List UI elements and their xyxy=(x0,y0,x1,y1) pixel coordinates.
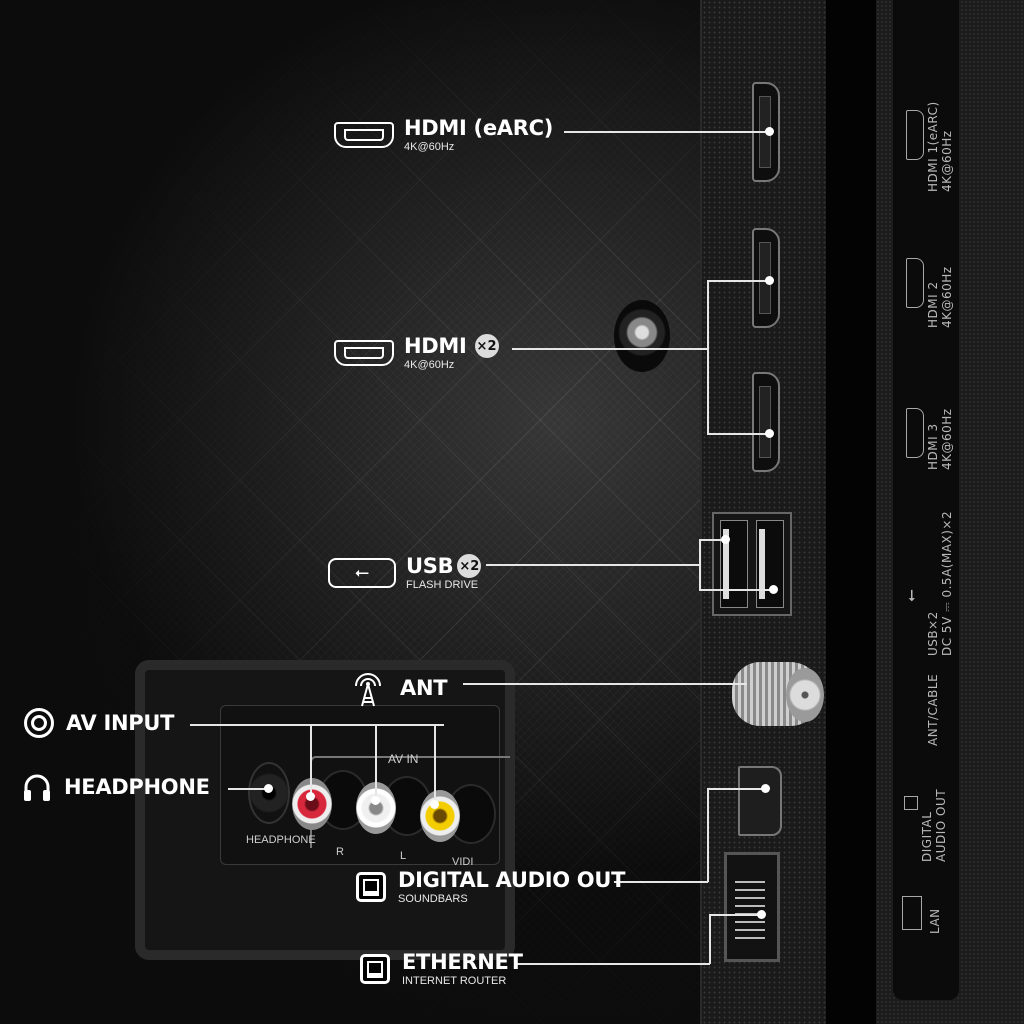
antenna-icon xyxy=(355,673,381,707)
leader-line-av-input xyxy=(190,724,444,726)
bezel-gap xyxy=(826,0,876,1024)
leader-dot xyxy=(757,910,766,919)
callout-av-input: AV INPUT xyxy=(24,708,174,738)
callout-sub: 4K@60Hz xyxy=(404,359,455,371)
side-label-strip xyxy=(893,0,959,1000)
optical-port-icon xyxy=(356,871,386,902)
rca-red-jack xyxy=(292,778,332,830)
headphone-icon xyxy=(24,774,50,801)
panel-headphone-label: HEADPHONE xyxy=(246,834,316,846)
callout-title: HEADPHONE xyxy=(64,775,210,799)
leader-line-digital-audio xyxy=(707,788,709,882)
ethernet-lan-port xyxy=(724,852,780,962)
strip-usb-icon: ⭠ xyxy=(901,588,920,602)
screw xyxy=(614,300,670,372)
leader-line-hdmi-x2 xyxy=(707,280,769,282)
leader-line-digital-audio xyxy=(707,788,763,790)
rca-yellow-jack xyxy=(420,790,460,842)
panel-r-label: R xyxy=(336,846,344,858)
strip-ant-label: ANT/CABLE xyxy=(926,673,940,746)
callout-title: AV INPUT xyxy=(66,711,175,735)
panel-video-label: VIDI xyxy=(452,856,474,868)
av-input-icon xyxy=(24,708,54,738)
leader-line-av-yellow xyxy=(434,724,436,802)
usb-slot-2 xyxy=(756,520,784,608)
leader-dot xyxy=(721,535,730,544)
callout-ant: ANT xyxy=(348,668,448,708)
leader-line-hdmi-x2 xyxy=(707,280,709,433)
leader-line-usb xyxy=(699,589,773,591)
callout-hdmi-x2: HDMI ×2 4K@60Hz xyxy=(334,334,499,371)
panel-av-in-label: AV IN xyxy=(388,752,419,766)
leader-line-usb xyxy=(699,539,701,589)
leader-line-usb xyxy=(699,539,725,541)
leader-dot xyxy=(306,792,315,801)
callout-title: HDMI (eARC) xyxy=(404,116,554,140)
callout-title: HDMI xyxy=(404,334,467,358)
leader-dot xyxy=(371,796,380,805)
antenna-coax-tip xyxy=(786,668,824,722)
callout-sub: INTERNET ROUTER xyxy=(402,975,507,987)
leader-line-ant xyxy=(463,683,747,685)
callout-ethernet: ETHERNET INTERNET ROUTER xyxy=(360,950,523,987)
leader-line-digital-audio xyxy=(614,881,708,883)
leader-line-headphone xyxy=(228,788,268,790)
callout-title: ETHERNET xyxy=(402,950,523,974)
callout-sub: SOUNDBARS xyxy=(398,893,468,905)
strip-lan-label: LAN xyxy=(928,908,942,934)
ethernet-port-icon xyxy=(360,953,390,984)
callout-digital-audio: DIGITAL AUDIO OUT SOUNDBARS xyxy=(356,868,625,905)
leader-dot xyxy=(769,585,778,594)
leader-line-hdmi-x2 xyxy=(707,433,769,435)
callout-sub: 4K@60Hz xyxy=(404,141,455,153)
leader-dot xyxy=(765,429,774,438)
leader-line-hdmi-x2 xyxy=(512,348,708,350)
callout-hdmi-earc: HDMI (eARC) 4K@60Hz xyxy=(334,116,553,153)
leader-line-ethernet xyxy=(516,963,710,965)
headphone-jack xyxy=(248,762,290,824)
callout-title: DIGITAL AUDIO OUT xyxy=(398,868,626,892)
usb-ports xyxy=(712,512,792,616)
leader-line-av-white xyxy=(375,724,377,798)
leader-dot xyxy=(765,127,774,136)
leader-dot xyxy=(264,784,273,793)
callout-title: ANT xyxy=(400,676,448,700)
hdmi-icon xyxy=(334,121,394,148)
count-badge: ×2 xyxy=(474,334,499,358)
strip-lan-icon xyxy=(902,896,922,930)
strip-hdmi-icon xyxy=(906,258,924,308)
usb-icon: ⭠ xyxy=(328,557,396,588)
hdmi-3-port xyxy=(752,372,780,472)
leader-line-av-red xyxy=(310,724,312,794)
callout-sub: FLASH DRIVE xyxy=(406,579,479,591)
strip-optical-icon xyxy=(904,796,918,810)
leader-dot xyxy=(761,784,770,793)
callout-title: USB xyxy=(406,554,454,578)
leader-line-ethernet xyxy=(709,914,761,916)
hdmi-icon xyxy=(334,339,394,366)
leader-dot xyxy=(430,800,439,809)
usb-slot-1 xyxy=(720,520,748,608)
strip-hdmi1-label: HDMI 1(eARC)4K@60Hz xyxy=(926,101,954,192)
leader-line-usb xyxy=(486,564,700,566)
leader-dot xyxy=(765,276,774,285)
strip-hdmi-icon xyxy=(906,408,924,458)
callout-headphone: HEADPHONE xyxy=(22,772,210,802)
optical-audio-port xyxy=(738,766,782,836)
count-badge: ×2 xyxy=(457,554,482,578)
callout-usb: ⭠ USB ×2 FLASH DRIVE xyxy=(328,554,482,591)
leader-line-ethernet xyxy=(709,914,711,964)
leader-line-hdmi-earc xyxy=(564,131,766,133)
panel-l-label: L xyxy=(400,850,407,862)
strip-hdmi-icon xyxy=(906,110,924,160)
